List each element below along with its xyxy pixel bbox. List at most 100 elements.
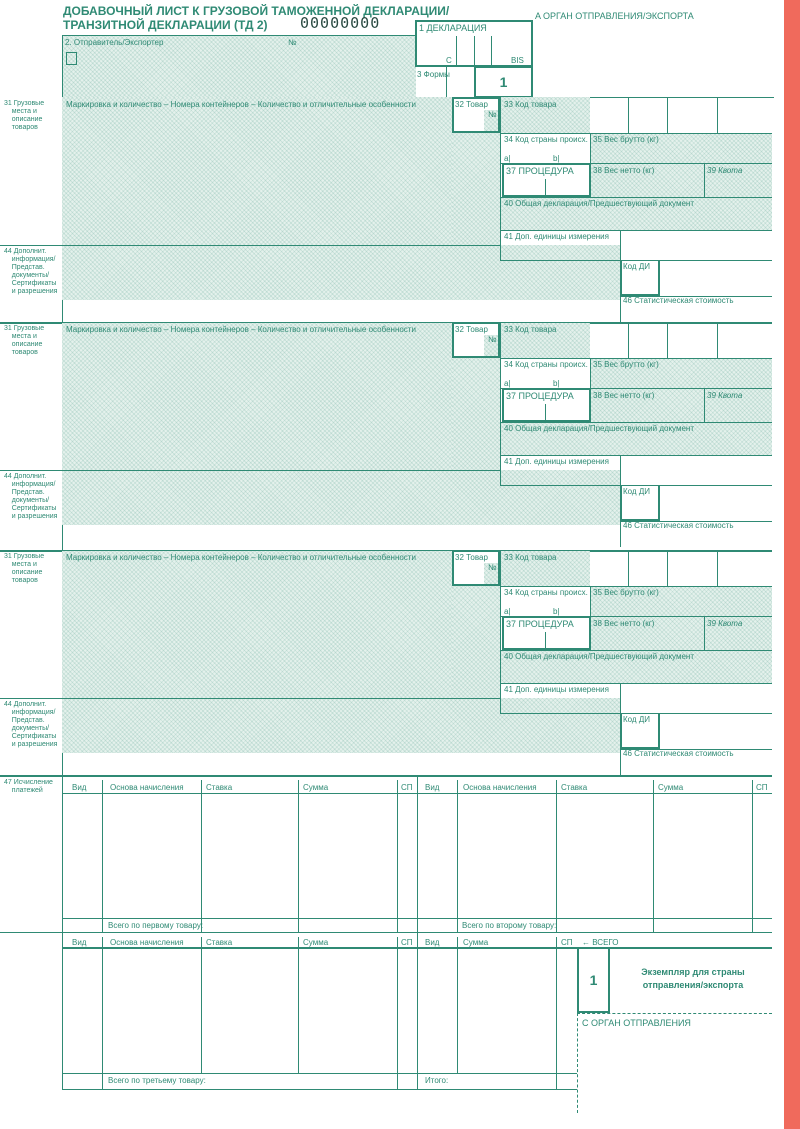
item3-marking-field[interactable]	[62, 551, 452, 698]
rule	[454, 335, 484, 356]
pay-col-vid-2: Вид	[425, 783, 440, 792]
item2-gross-field[interactable]	[590, 358, 772, 388]
item1-kod-di: Код ДИ	[623, 262, 650, 271]
item1-a: a|	[504, 154, 511, 163]
rule	[62, 35, 416, 36]
item2-marking-label: Маркировка и количество – Номера контейн…	[66, 325, 416, 334]
item2-b37: 37 ПРОЦЕДУРА	[506, 391, 574, 401]
item1-gross-field[interactable]	[590, 133, 772, 163]
rule	[667, 97, 668, 133]
rule	[201, 780, 202, 932]
item3-b37: 37 ПРОЦЕДУРА	[506, 619, 574, 629]
item1-box32[interactable]	[452, 97, 500, 133]
total-first-item: Всего по первому товару:	[108, 921, 204, 930]
rule	[620, 296, 772, 297]
pay-col-rate-3: Ставка	[206, 938, 233, 947]
rule	[667, 322, 668, 358]
item3-net-field[interactable]	[590, 616, 772, 650]
pay-col-vid-1: Вид	[72, 783, 87, 792]
rule	[667, 550, 668, 586]
rule	[620, 749, 621, 775]
rule	[454, 324, 498, 335]
rule	[620, 294, 660, 296]
vsego-label: ← ВСЕГО	[582, 938, 619, 947]
payments-side47: 47 Исчисление платежей	[4, 779, 53, 794]
item2-b46: 46 Статистическая стоимость	[623, 521, 734, 530]
rule	[500, 713, 772, 714]
item2-box32[interactable]	[452, 322, 500, 358]
rule	[620, 521, 621, 547]
pay-col-sum-3: Сумма	[303, 938, 329, 947]
rule	[653, 780, 654, 932]
rule	[620, 260, 622, 296]
item3-b41: 41 Доп. единицы измерения	[504, 685, 609, 694]
rule	[500, 260, 772, 261]
rule	[0, 698, 500, 699]
pay-col-base-3: Основа начисления	[110, 938, 184, 947]
item1-b35: 35 Вес брутто (кг)	[593, 135, 659, 144]
item3-box37[interactable]	[502, 616, 591, 650]
item3-b34: 34 Код страны происх.	[504, 588, 588, 597]
rule	[704, 163, 705, 197]
forms-label: 3 Формы	[417, 70, 450, 79]
pay-col-sum-2: Сумма	[658, 783, 684, 792]
item2-b34: 34 Код страны происх.	[504, 360, 588, 369]
item1-net-field[interactable]	[590, 163, 772, 197]
rule	[102, 937, 103, 1089]
rule	[500, 586, 772, 587]
organ-export-label: A ОРГАН ОТПРАВЛЕНИЯ/ЭКСПОРТА	[535, 11, 694, 21]
rule	[500, 97, 501, 260]
item3-additional-info-field[interactable]	[62, 698, 620, 753]
item1-marking-field[interactable]	[62, 97, 452, 245]
copy-line2: отправления/экспорта	[642, 980, 744, 990]
rule	[474, 36, 475, 66]
item2-additional-info-field[interactable]	[62, 470, 620, 525]
item1-box37[interactable]	[502, 163, 591, 197]
rule	[620, 713, 622, 749]
rule	[454, 552, 498, 563]
item1-additional-info-field[interactable]	[62, 245, 620, 300]
item1-code-field[interactable]	[500, 97, 590, 133]
rule	[628, 322, 629, 358]
rule	[457, 937, 458, 1073]
item2-b40: 40 Общая декларация/Предшествующий докум…	[504, 424, 694, 433]
pay-col-sp-1: СП	[401, 783, 413, 792]
rule	[717, 550, 718, 586]
rule	[454, 563, 484, 584]
sender-checkbox[interactable]	[66, 52, 77, 65]
rule	[500, 550, 501, 713]
pay-col-rate-1: Ставка	[206, 783, 233, 792]
item3-gross-field[interactable]	[590, 586, 772, 616]
item2-b33: 33 Код товара	[504, 325, 557, 334]
item3-b: b|	[553, 607, 560, 616]
item1-prevdoc-field[interactable]	[500, 197, 772, 230]
item3-code-field[interactable]	[500, 551, 590, 586]
declaration-c-label: C	[446, 56, 452, 65]
item2-prevdoc-field[interactable]	[500, 422, 772, 455]
item2-b38: 38 Вес нетто (кг)	[593, 391, 655, 400]
item2-box37[interactable]	[502, 388, 591, 422]
rule	[620, 749, 772, 750]
item2-marking-field[interactable]	[62, 323, 452, 470]
item3-b39: 39 Квота	[707, 619, 743, 628]
rule	[500, 683, 772, 684]
item3-kod-di: Код ДИ	[623, 715, 650, 724]
rule	[491, 36, 492, 66]
rule	[500, 485, 772, 486]
rule	[620, 455, 621, 485]
rule	[620, 683, 621, 713]
rule	[717, 322, 718, 358]
item2-code-field[interactable]	[500, 323, 590, 358]
item2-net-field[interactable]	[590, 388, 772, 422]
item1-b41: 41 Доп. единицы измерения	[504, 232, 609, 241]
declaration-bis-label: BIS	[511, 56, 524, 65]
item3-prevdoc-field[interactable]	[500, 650, 772, 683]
item1-b33: 33 Код товара	[504, 100, 557, 109]
rule	[397, 937, 398, 1089]
sender-field[interactable]	[62, 35, 416, 97]
item2-side31: 31 Грузовые места и описание товаров	[4, 325, 45, 356]
item3-side31: 31 Грузовые места и описание товаров	[4, 553, 45, 584]
pay-col-sum-1: Сумма	[303, 783, 329, 792]
item3-box32[interactable]	[452, 550, 500, 586]
item3-b35: 35 Вес брутто (кг)	[593, 588, 659, 597]
